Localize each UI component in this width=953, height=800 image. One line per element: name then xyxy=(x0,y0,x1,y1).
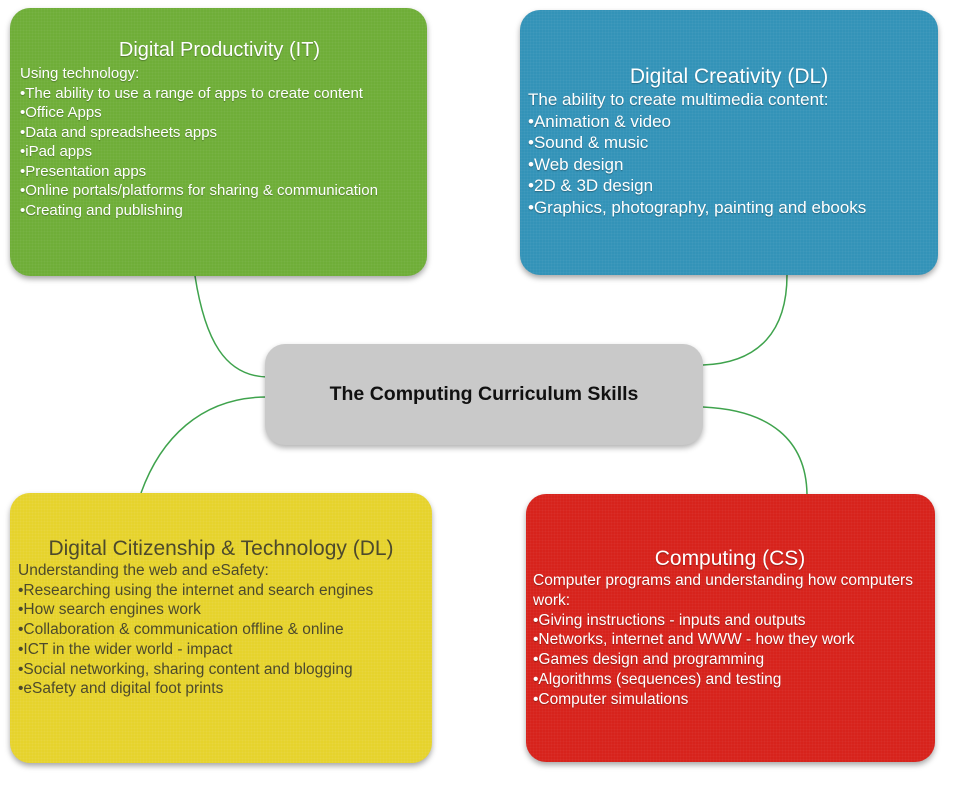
center-node: The Computing Curriculum Skills xyxy=(265,344,703,445)
node-intro: Using technology: xyxy=(20,65,140,82)
connector-dl xyxy=(702,274,788,366)
list-item: •Researching using the internet and sear… xyxy=(18,581,374,599)
node-digital-citizenship: Digital Citizenship & Technology (DL) Un… xyxy=(10,493,432,763)
node-item-list: •Giving instructions - inputs and output… xyxy=(533,611,927,710)
node-item-list: •The ability to use a range of apps to c… xyxy=(20,84,419,221)
node-computing: Computing (CS) Computer programs and und… xyxy=(526,494,935,762)
connector-it xyxy=(194,275,268,378)
list-item: •Office Apps xyxy=(20,104,102,121)
list-item: •ICT in the wider world - impact xyxy=(18,640,233,658)
list-item: •eSafety and digital foot prints xyxy=(18,680,224,698)
node-digital-creativity: Digital Creativity (DL) The ability to c… xyxy=(520,10,938,275)
list-item: •Games design and programming xyxy=(533,651,765,669)
list-item: •Graphics, photography, painting and ebo… xyxy=(528,197,867,217)
list-item: •Giving instructions - inputs and output… xyxy=(533,611,806,629)
list-item: •Computer simulations xyxy=(533,690,689,708)
list-item: •How search engines work xyxy=(18,601,201,619)
node-title: Computing (CS) xyxy=(654,547,806,570)
list-item: •Algorithms (sequences) and testing xyxy=(533,670,782,688)
list-item: •Web design xyxy=(528,154,624,174)
list-item: •Sound & music xyxy=(528,133,649,152)
node-title: Digital Creativity (DL) xyxy=(629,65,829,88)
connector-citizenship xyxy=(140,396,268,494)
list-item: •Data and spreadsheets apps xyxy=(20,123,218,141)
list-item: •Creating and publishing xyxy=(20,201,183,219)
list-item: •Networks, internet and WWW - how they w… xyxy=(533,631,855,649)
node-intro: Understanding the web and eSafety: xyxy=(18,562,269,579)
node-digital-productivity: Digital Productivity (IT) Using technolo… xyxy=(10,8,427,276)
list-item: •Collaboration & communication offline &… xyxy=(18,621,344,639)
list-item: •The ability to use a range of apps to c… xyxy=(20,84,363,102)
node-item-list: •Animation & video •Sound & music •Web d… xyxy=(528,111,930,219)
node-intro: Computer programs and understanding how … xyxy=(533,572,913,609)
list-item: •Social networking, sharing content and … xyxy=(18,660,353,678)
node-title: Digital Productivity (IT) xyxy=(118,39,321,61)
list-item: •Presentation apps xyxy=(20,162,147,180)
list-item: •iPad apps xyxy=(20,143,92,160)
list-item: •2D & 3D design xyxy=(528,176,654,195)
connector-cs xyxy=(702,406,808,495)
list-item: •Animation & video xyxy=(528,111,671,131)
node-intro: The ability to create multimedia content… xyxy=(528,90,829,109)
list-item: •Online portals/platforms for sharing & … xyxy=(20,182,378,199)
center-title: The Computing Curriculum Skills xyxy=(329,383,639,405)
node-title: Digital Citizenship & Technology (DL) xyxy=(48,537,394,560)
node-item-list: •Researching using the internet and sear… xyxy=(18,581,424,699)
